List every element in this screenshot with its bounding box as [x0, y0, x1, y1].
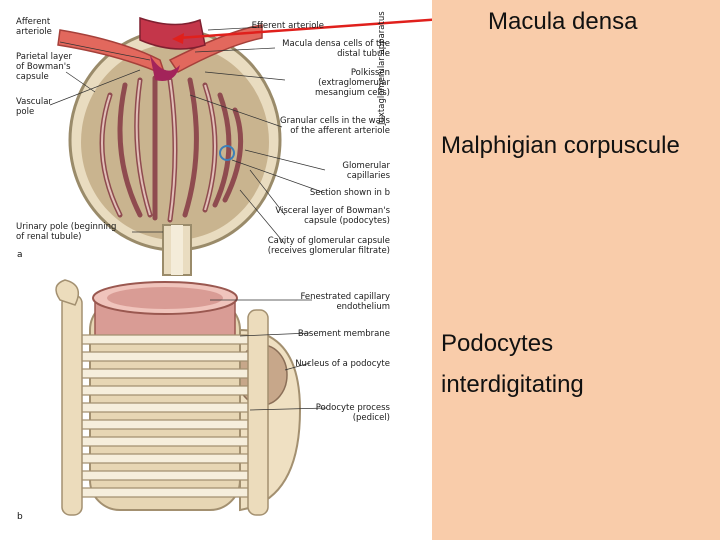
label-podocyte-process: Podocyte process (pedicel) [316, 403, 390, 423]
annotation-podocytes: Podocytes [441, 328, 553, 360]
label-podocyte-nucleus: Nucleus of a podocyte [295, 359, 390, 369]
label-parietal-layer: Parietal layer of Bowman's capsule [16, 52, 72, 82]
label-glomerular-capillaries: Glomerular capillaries [342, 161, 390, 181]
label-basement-membrane: Basement membrane [298, 329, 390, 339]
label-section-shown: Section shown in b [310, 188, 390, 198]
annotation-macula-densa: Macula densa [488, 6, 637, 38]
label-visceral-layer: Visceral layer of Bowman's capsule (podo… [275, 206, 390, 226]
podocyte-illustration [56, 280, 300, 515]
annotation-interdigitating: interdigitating [441, 369, 584, 401]
label-efferent-arteriole: Efferent arteriole [252, 21, 324, 31]
label-granular-cells: Granular cells in the walls of the affer… [280, 116, 390, 136]
label-afferent-arteriole: Afferent arteriole [16, 17, 52, 37]
label-fenestrated-endothelium: Fenestrated capillary endothelium [301, 292, 391, 312]
panel-letter-b: b [17, 512, 23, 522]
annotation-malpighian-corpuscle: Malphigian corpuscule [441, 130, 680, 162]
label-urinary-pole: Urinary pole (beginning of renal tubule) [16, 222, 116, 242]
figure-panel: Afferent arteriole Parietal layer of Bow… [0, 0, 432, 540]
label-macula-densa-cells: Macula densa cells of the distal tubule [282, 39, 390, 59]
label-juxtaglomerular-apparatus: Juxtaglomerular apparatus [377, 11, 387, 125]
label-glomerular-cavity: Cavity of glomerular capsule (receives g… [268, 236, 390, 256]
label-vascular-pole: Vascular pole [16, 97, 52, 117]
panel-letter-a: a [17, 250, 23, 260]
